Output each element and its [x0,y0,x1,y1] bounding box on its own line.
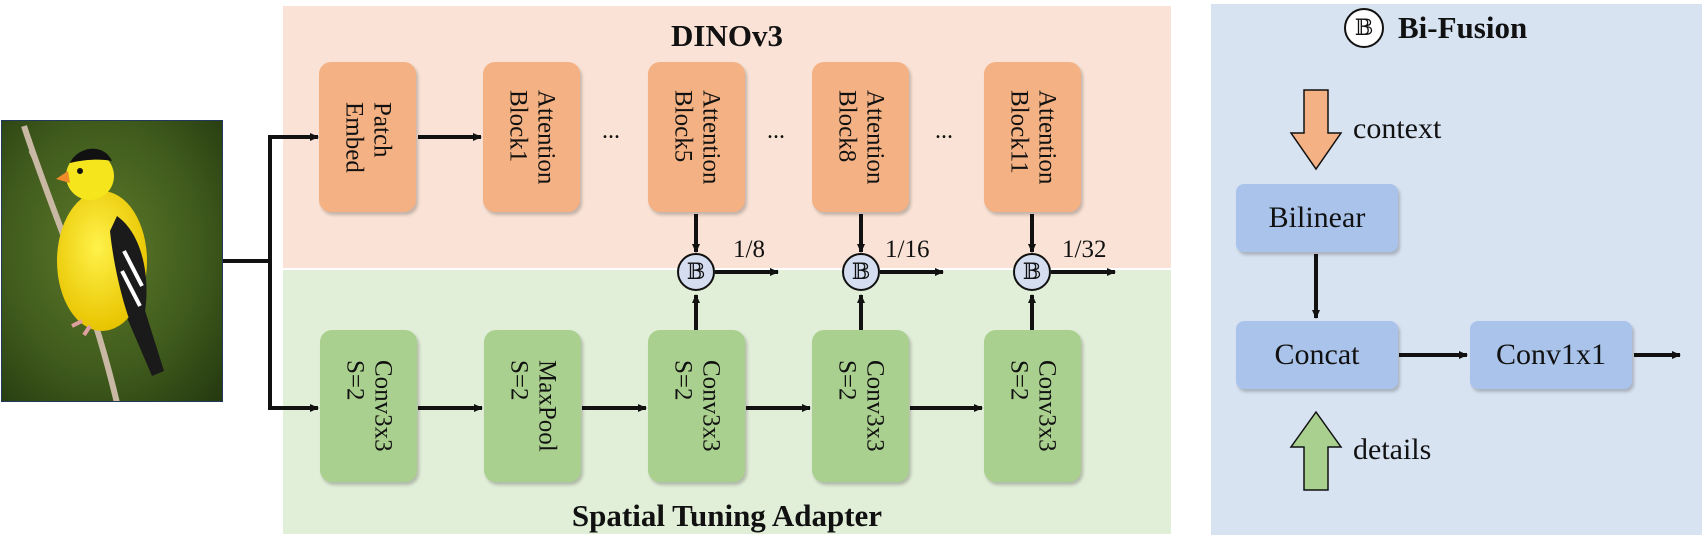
ellipsis-2: ... [767,118,785,144]
conv1x1-label: Conv1x1 [1495,338,1606,371]
scale-label-1-32: 1/32 [1062,236,1107,263]
conv3x3-block-4: Conv3x3 S=2 [984,330,1081,482]
conv3x3-block-2: Conv3x3 S=2 [648,330,745,482]
concat-block: Concat [1236,321,1398,389]
attention-block1-label: Attention Block1 [504,89,560,185]
input-bird-image [1,120,223,402]
bi-fusion-legend: 𝔹 Bi-Fusion [1344,8,1527,48]
conv1x1-block: Conv1x1 [1470,321,1632,389]
context-label: context [1353,112,1442,145]
bi-fusion-node-1: 𝔹 [677,253,715,291]
adapter-title: Spatial Tuning Adapter [571,498,883,533]
maxpool-block-label: MaxPool S=2 [505,360,561,452]
bi-fusion-node-3: 𝔹 [1013,253,1051,291]
conv3x3-block-4-label: Conv3x3 S=2 [1005,360,1061,452]
ellipsis-1: ... [602,118,620,144]
ellipsis-3: ... [935,118,953,144]
conv3x3-block-2-label: Conv3x3 S=2 [669,360,725,452]
maxpool-block: MaxPool S=2 [484,330,581,482]
dinov3-title: DINOv3 [671,18,783,53]
bi-fusion-symbol-icon: 𝔹 [1344,8,1384,48]
attention-block11-label: Attention Block11 [1005,89,1061,185]
details-arrow [1289,410,1343,491]
conv3x3-block-1-label: Conv3x3 S=2 [341,360,397,452]
conv3x3-block-3-label: Conv3x3 S=2 [833,360,889,452]
details-label: details [1353,433,1432,466]
bilinear-block: Bilinear [1236,184,1398,252]
conv3x3-block-3: Conv3x3 S=2 [812,330,909,482]
attention-block5: Attention Block5 [648,62,745,212]
concat-label: Concat [1274,338,1360,371]
bi-fusion-node-2: 𝔹 [842,253,880,291]
patch-embed-block: Patch Embed [319,62,416,212]
context-arrow [1289,89,1343,171]
patch-embed-label: Patch Embed [340,101,396,173]
attention-block8: Attention Block8 [812,62,909,212]
scale-label-1-16: 1/16 [885,236,930,263]
attention-block8-label: Attention Block8 [833,89,889,185]
scale-label-1-8: 1/8 [733,236,765,263]
bi-fusion-title: Bi-Fusion [1398,10,1528,45]
attention-block11: Attention Block11 [984,62,1081,212]
bilinear-label: Bilinear [1268,201,1366,234]
conv3x3-block-1: Conv3x3 S=2 [320,330,417,482]
attention-block5-label: Attention Block5 [669,89,725,185]
attention-block1: Attention Block1 [483,62,580,212]
